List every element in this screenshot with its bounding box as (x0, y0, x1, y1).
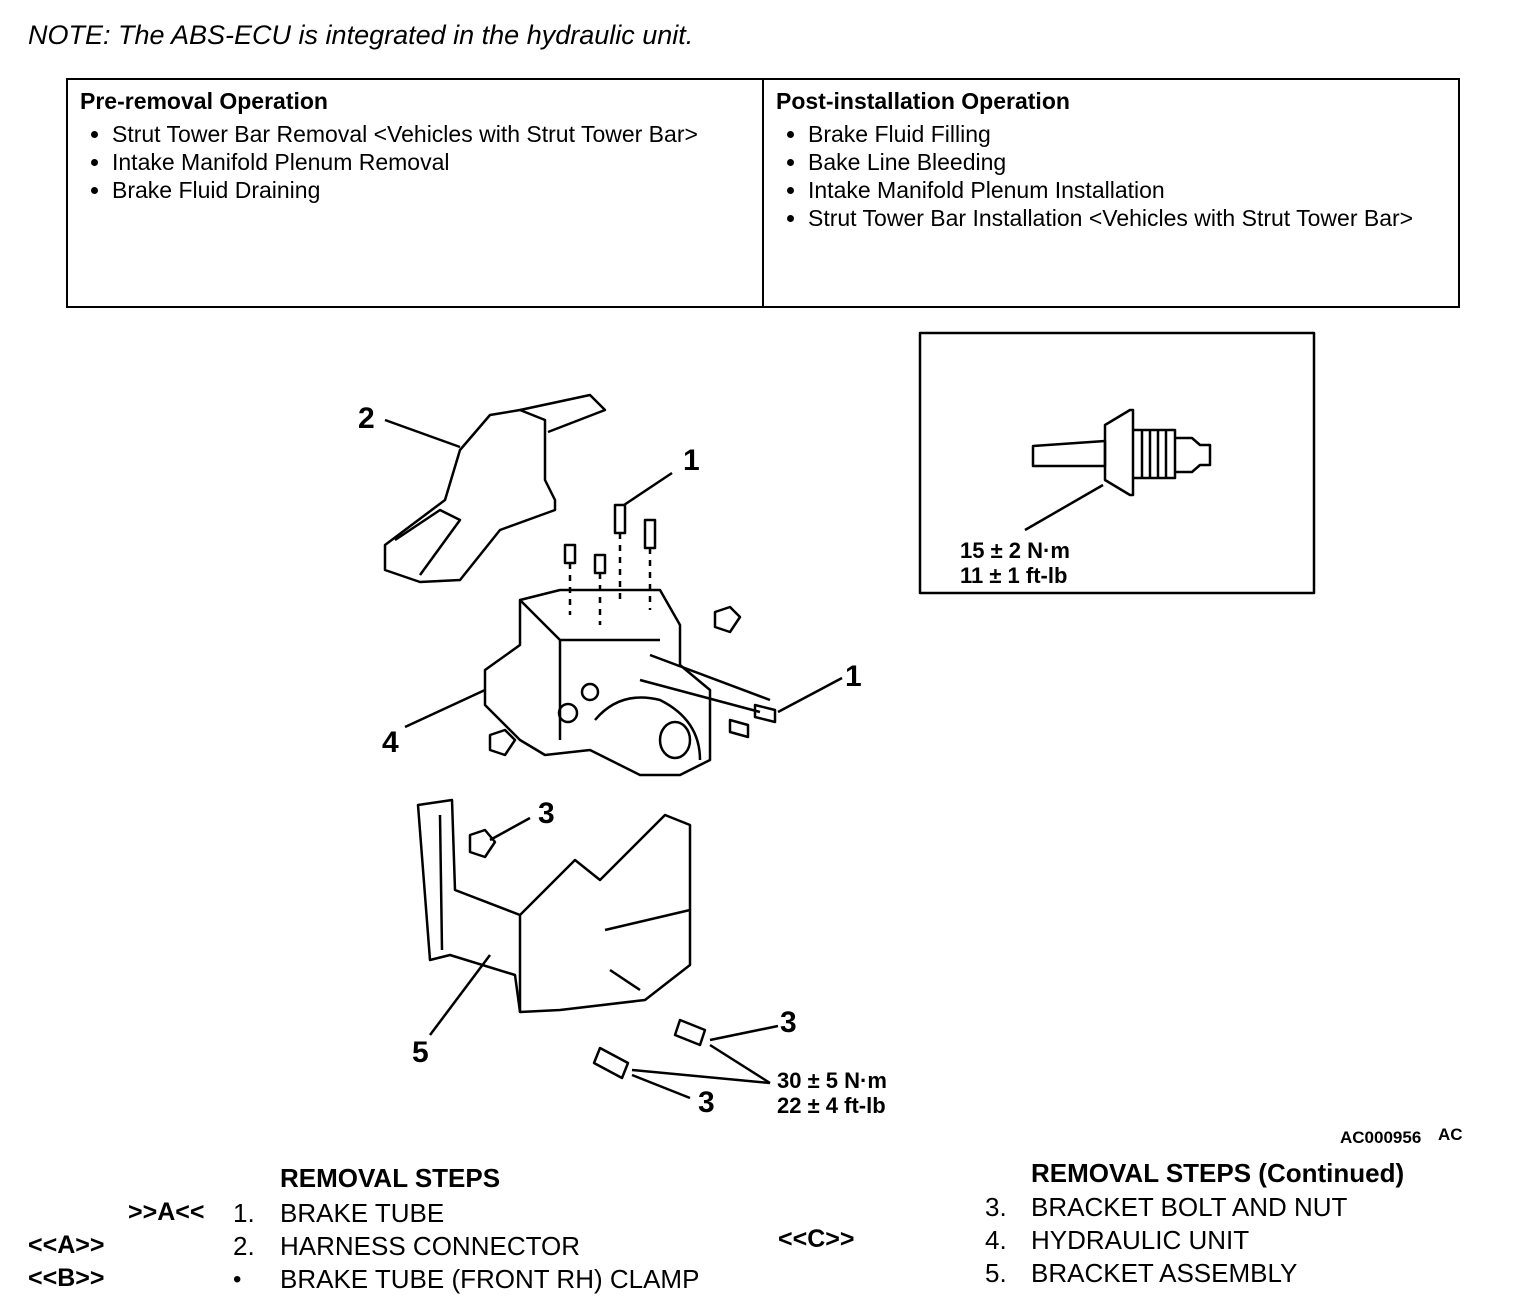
note-text: NOTE: The ABS-ECU is integrated in the h… (28, 20, 694, 50)
callout-number: 1 (845, 660, 862, 693)
pre-removal-title: Pre-removal Operation (80, 88, 328, 114)
callout-number: 4 (382, 726, 399, 759)
pre-removal-list: Strut Tower Bar Removal <Vehicles with S… (80, 121, 750, 203)
post-installation-title: Post-installation Operation (776, 88, 1070, 114)
step-label: BRAKE TUBE (FRONT RH) CLAMP (280, 1264, 700, 1294)
step-label: HYDRAULIC UNIT (1031, 1225, 1250, 1255)
exploded-diagram: 1 2 1 4 3 5 3 3 15 ± 2 N·m 11 ± 1 ft-lb … (358, 331, 1463, 1147)
post-installation-item: Strut Tower Bar Installation <Vehicles w… (808, 205, 1446, 231)
inset-fitting-drawing (1024, 408, 1212, 532)
bolt-torque-ftlb: 22 ± 4 ft-lb (777, 1093, 886, 1118)
step-number: 5. (985, 1258, 1007, 1288)
removal-steps-continued-title: REMOVAL STEPS (Continued) (1031, 1158, 1405, 1188)
step-code: <<C>> (778, 1225, 855, 1253)
bracket-bolts-drawing (592, 1018, 779, 1100)
post-installation-column: Post-installation Operation Brake Fluid … (762, 80, 1458, 306)
bolt-torque-nm: 30 ± 5 N·m (777, 1068, 887, 1093)
step-bullet: • (233, 1266, 242, 1293)
pre-removal-column: Pre-removal Operation Strut Tower Bar Re… (68, 80, 762, 306)
step-label: BRAKE TUBE (280, 1198, 445, 1228)
inset-box (918, 331, 1316, 595)
pre-removal-item: Brake Fluid Draining (112, 177, 750, 203)
step-code: <<A>> (28, 1231, 105, 1259)
inset-torque-ftlb: 11 ± 1 ft-lb (960, 563, 1067, 588)
figure-id: AC000956 (1340, 1128, 1421, 1147)
step-number: 4. (985, 1225, 1007, 1255)
step-code: >>A<< (128, 1198, 205, 1226)
step-label: BRACKET ASSEMBLY (1031, 1258, 1298, 1288)
step-number: 2. (233, 1231, 255, 1261)
callout-number: 5 (412, 1036, 429, 1069)
inset-torque-nm: 15 ± 2 N·m (960, 538, 1070, 563)
callout-number: 3 (538, 797, 555, 830)
callout-number: 1 (683, 444, 700, 477)
figure-suffix: AC (1438, 1125, 1463, 1144)
pre-removal-item: Strut Tower Bar Removal <Vehicles with S… (112, 121, 750, 147)
post-installation-item: Bake Line Bleeding (808, 149, 1446, 175)
step-number: 1. (233, 1198, 255, 1228)
harness-connector-drawing (383, 393, 607, 584)
post-installation-item: Brake Fluid Filling (808, 121, 1446, 147)
removal-steps-title: REMOVAL STEPS (280, 1163, 501, 1193)
bracket-assembly-drawing (416, 798, 692, 1036)
hydraulic-unit-drawing (404, 588, 843, 777)
post-installation-item: Intake Manifold Plenum Installation (808, 177, 1446, 203)
step-label: HARNESS CONNECTOR (280, 1231, 581, 1261)
operations-table: Pre-removal Operation Strut Tower Bar Re… (66, 78, 1460, 308)
callout-number: 2 (358, 402, 375, 435)
step-number: 3. (985, 1192, 1007, 1222)
pre-removal-item: Intake Manifold Plenum Removal (112, 149, 750, 175)
step-label: BRACKET BOLT AND NUT (1031, 1192, 1348, 1222)
step-code: <<B>> (28, 1264, 105, 1292)
callout-number: 3 (780, 1006, 797, 1039)
callout-number: 3 (698, 1086, 715, 1119)
post-installation-list: Brake Fluid Filling Bake Line Bleeding I… (776, 121, 1446, 231)
